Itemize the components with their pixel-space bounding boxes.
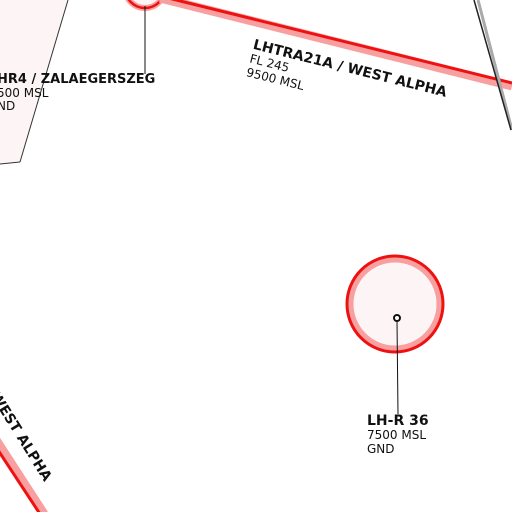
right-border-dark [473, 0, 512, 131]
lh-r36-circle[interactable] [345, 254, 445, 354]
zalaegerszeg-upper-limit: 500 MSL [0, 86, 49, 101]
lh-r36-circle-halo [346, 255, 444, 353]
zalaegerszeg-boundary [19, 0, 69, 163]
west-alpha-left-boundary-halo [0, 437, 48, 512]
zalaegerszeg-name: HR4 / ZALAEGERSZEG [0, 72, 156, 87]
zalaegerszeg-boundary-bottom [0, 161, 21, 165]
west-alpha-boundary[interactable] [160, 0, 512, 85]
lh-r36-leader-line [396, 320, 399, 415]
lh-r36-center-point [393, 314, 401, 322]
lh-r36-label: LH-R 36 7500 MSL GND [367, 413, 429, 456]
right-border-grey [476, 0, 512, 131]
lh-r36-lower-limit: GND [367, 441, 395, 456]
west-alpha-left-boundary[interactable] [0, 444, 41, 512]
zalaegerszeg-lower-limit: ND [0, 99, 16, 114]
zalaegerszeg-area[interactable] [0, 0, 68, 164]
west-alpha-boundary-halo [158, 0, 512, 91]
lh-r36-upper-limit: 7500 MSL [367, 428, 427, 443]
lh-r36-name: LH-R 36 [367, 413, 429, 429]
zalaegerszeg-label: HR4 / ZALAEGERSZEG 500 MSL ND [0, 72, 156, 114]
